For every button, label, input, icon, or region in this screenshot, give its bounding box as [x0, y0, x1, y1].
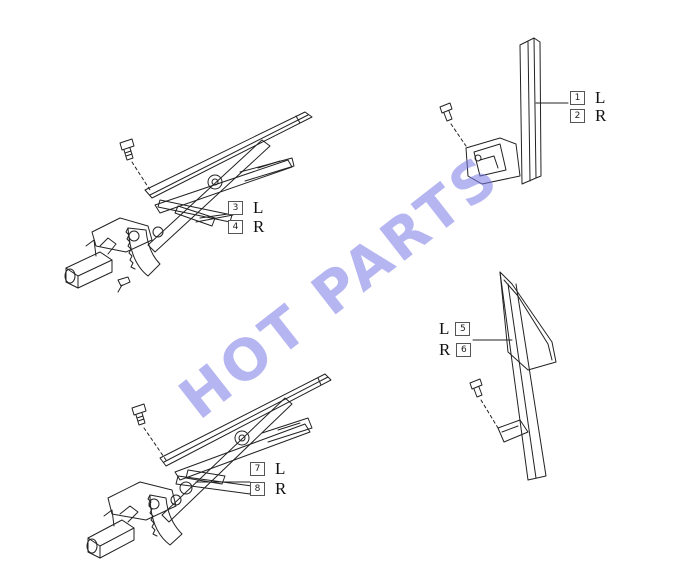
part-number-box: 4: [228, 220, 243, 234]
side-label: R: [439, 340, 451, 359]
glass-channel-upper-right: [439, 37, 569, 185]
part-number-box: 5: [455, 322, 471, 336]
part-number-box: 2: [570, 109, 585, 123]
side-label: L: [275, 459, 286, 478]
part-number-box: 6: [456, 343, 472, 357]
window-regulator-upper-left: [64, 111, 313, 293]
side-label: L: [439, 319, 450, 338]
callout-3: 3 L: [228, 198, 264, 217]
screw-icon: [469, 378, 499, 429]
screw-icon: [439, 102, 467, 147]
screw-icon: [131, 403, 167, 461]
part-number-box: 3: [228, 201, 243, 215]
side-label: R: [253, 217, 265, 236]
window-regulator-lower-left: [86, 373, 332, 559]
side-label: R: [595, 106, 607, 125]
side-label: L: [595, 88, 606, 107]
callout-7: 7 L: [250, 459, 286, 478]
callout-4: 4 R: [228, 217, 265, 236]
glass-channel-lower-right: [469, 271, 557, 481]
motor-icon: [64, 237, 117, 289]
part-number-box: 1: [570, 91, 585, 105]
screw-icon: [119, 138, 151, 191]
side-label: L: [253, 198, 264, 217]
callout-2: 2 R: [570, 106, 607, 125]
part-number-box: 7: [250, 462, 265, 476]
callout-1: 1 L: [570, 88, 606, 107]
side-label: R: [275, 479, 287, 498]
part-number-box: 8: [250, 482, 265, 496]
motor-icon: [86, 505, 139, 559]
callout-5: L 5: [439, 319, 471, 338]
callout-8: 8 R: [250, 479, 287, 498]
callout-6: R 6: [439, 340, 472, 359]
